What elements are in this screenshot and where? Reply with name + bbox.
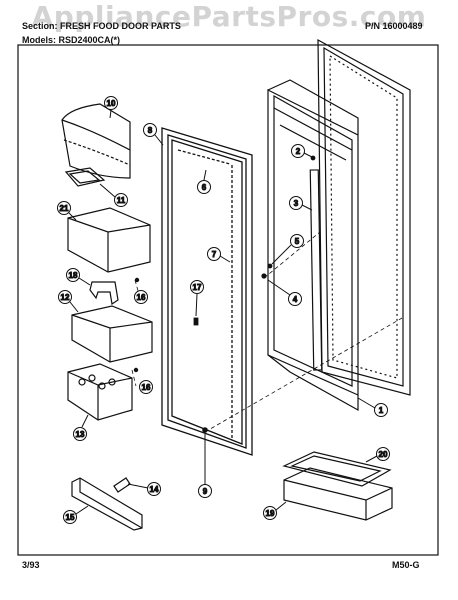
callout-4: 4 — [267, 279, 302, 306]
models-title: Models: RSD2400CA(*) — [22, 35, 121, 45]
callout-9a: 9 — [198, 434, 212, 498]
callout-13: 13 — [73, 414, 89, 441]
callout-group: 1 2 3 4 5 6 7 8 9 10 11 12 13 14 15 16 1… — [57, 96, 390, 524]
svg-text:21: 21 — [60, 204, 69, 213]
callout-16b: 16 — [139, 380, 153, 394]
watermark: AppliancePartsPros.com — [31, 0, 427, 33]
dairy-door — [64, 167, 106, 187]
part-number: P/N 16000489 — [365, 21, 423, 31]
svg-text:16: 16 — [142, 383, 151, 392]
svg-text:11: 11 — [117, 196, 126, 205]
svg-text:14: 14 — [150, 485, 159, 494]
svg-text:1: 1 — [379, 406, 384, 415]
bracket-18 — [89, 281, 119, 306]
callout-1: 1 — [357, 397, 388, 417]
callout-7: 7 — [207, 247, 231, 263]
shelf-bin-21 — [67, 207, 151, 273]
callout-21: 21 — [57, 201, 77, 221]
callout-5: 5 — [271, 234, 304, 265]
svg-text:10: 10 — [107, 99, 116, 108]
callout-15: 15 — [63, 505, 89, 524]
crisper-cover-20 — [282, 451, 392, 487]
callout-10: 10 — [104, 96, 118, 119]
clip-14 — [113, 477, 131, 493]
svg-text:3: 3 — [294, 199, 299, 208]
footer-date: 3/93 — [22, 560, 40, 570]
callout-2: 2 — [291, 144, 313, 158]
outer-door-panel — [317, 38, 411, 396]
svg-text:13: 13 — [76, 430, 85, 439]
callout-14: 14 — [127, 482, 161, 496]
crisper-19 — [283, 467, 393, 521]
svg-text:19: 19 — [266, 509, 275, 518]
svg-text:12: 12 — [61, 293, 70, 302]
svg-text:9: 9 — [203, 487, 208, 496]
footer-code: M50-G — [392, 560, 420, 570]
svg-text:20: 20 — [379, 450, 388, 459]
svg-text:15: 15 — [66, 513, 75, 522]
trim-15 — [71, 477, 143, 531]
door-liner — [267, 79, 359, 412]
callout-3: 3 — [289, 196, 313, 211]
callout-11: 11 — [99, 183, 128, 207]
callout-16a: 16 — [134, 290, 148, 304]
section-title: Section: FRESH FOOD DOOR PARTS — [22, 21, 181, 31]
dairy-cover — [61, 103, 131, 179]
callout-20: 20 — [365, 447, 390, 463]
svg-text:17: 17 — [193, 283, 202, 292]
svg-text:6: 6 — [202, 183, 207, 192]
callout-18: 18 — [66, 268, 91, 286]
svg-text:4: 4 — [293, 295, 298, 304]
callout-19: 19 — [263, 501, 287, 520]
svg-text:7: 7 — [212, 250, 217, 259]
door-gasket — [161, 127, 253, 456]
svg-text:2: 2 — [296, 147, 301, 156]
diagram-frame — [17, 44, 439, 556]
callout-12: 12 — [58, 290, 79, 313]
callout-17: 17 — [190, 280, 204, 317]
screws — [133, 155, 316, 433]
egg-bin-13 — [67, 363, 133, 421]
shelf-bin-12 — [71, 305, 153, 363]
svg-text:16: 16 — [137, 293, 146, 302]
svg-text:18: 18 — [69, 271, 78, 280]
svg-text:5: 5 — [295, 237, 300, 246]
callout-8: 8 — [143, 123, 164, 146]
svg-text:8: 8 — [148, 126, 153, 135]
callout-6: 6 — [197, 169, 211, 194]
